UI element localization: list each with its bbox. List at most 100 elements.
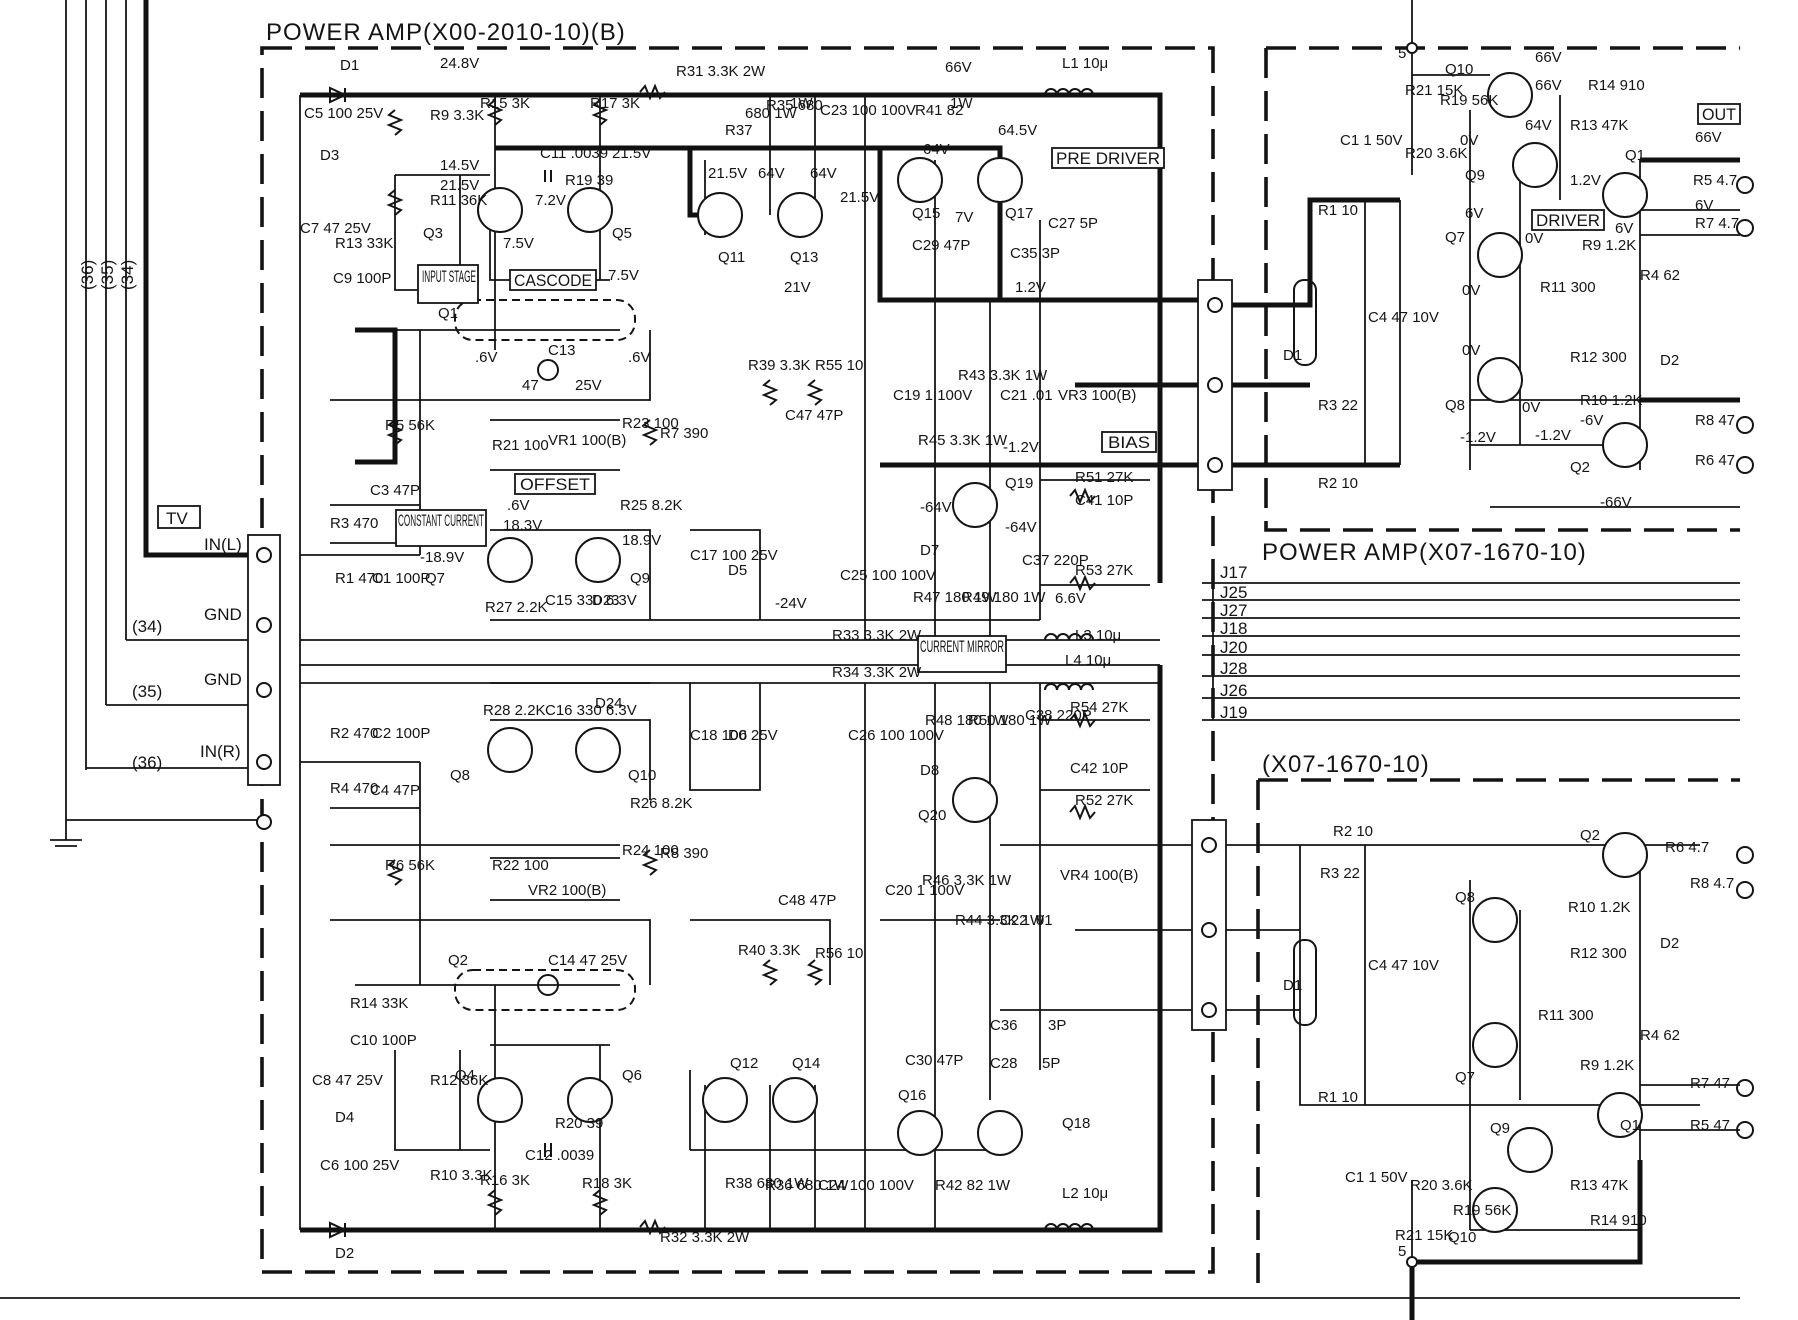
out-transistor-q7-top[interactable] — [1477, 232, 1523, 278]
inductor-l3[interactable] — [1044, 633, 1094, 641]
capacitor-c11[interactable] — [544, 170, 552, 182]
out-transistor-q9-bottom[interactable] — [1507, 1127, 1553, 1173]
inductor-l1[interactable] — [1044, 88, 1094, 96]
output-terminal-2[interactable] — [1736, 219, 1754, 237]
resistor-r53[interactable] — [1069, 574, 1096, 592]
resistor-r8[interactable] — [641, 849, 659, 876]
output-terminal-5[interactable] — [1736, 846, 1754, 864]
resistor-r5[interactable] — [386, 419, 404, 446]
transistor-q18[interactable] — [977, 1110, 1023, 1156]
output-terminal-7[interactable] — [1736, 1079, 1754, 1097]
transistor-q4[interactable] — [477, 1077, 523, 1123]
transistor-q14[interactable] — [772, 1077, 818, 1123]
transistor-q16[interactable] — [897, 1110, 943, 1156]
connector-pin-in-r[interactable] — [256, 754, 272, 770]
component-label: R28 2.2K — [483, 702, 546, 719]
component-label: C1 100P — [372, 570, 430, 587]
transistor-q20[interactable] — [952, 777, 998, 823]
out-transistor-q10-bottom[interactable] — [1472, 1187, 1518, 1233]
resistor-r18[interactable] — [591, 1189, 609, 1216]
bias-connector-top-pin-2[interactable] — [1207, 377, 1223, 393]
transistor-q5[interactable] — [567, 187, 613, 233]
transistor-q12[interactable] — [702, 1077, 748, 1123]
component-label: L4 10μ — [1065, 652, 1111, 669]
component-label: D1 — [340, 57, 359, 74]
component-label: R1 10 — [1318, 1089, 1358, 1106]
component-label: R19 56K — [1440, 92, 1498, 109]
bias-connector-bottom-pin-1[interactable] — [1201, 837, 1217, 853]
diode-stack-d1-bottom[interactable] — [1293, 939, 1317, 1026]
inductor-l2[interactable] — [1044, 1223, 1094, 1231]
resistor-r31[interactable] — [639, 83, 666, 101]
bias-box — [1101, 431, 1157, 453]
transistor-q10[interactable] — [575, 727, 621, 773]
component-label: C29 47P — [912, 237, 970, 254]
component-label: D1 — [1283, 977, 1302, 994]
diode-d2[interactable] — [329, 1221, 348, 1239]
output-terminal-6[interactable] — [1736, 881, 1754, 899]
transistor-q3[interactable] — [477, 187, 523, 233]
resistor-r6[interactable] — [386, 859, 404, 886]
out-transistor-q1-top[interactable] — [1602, 172, 1648, 218]
bias-connector-top-pin-1[interactable] — [1207, 297, 1223, 313]
resistor-r39[interactable] — [761, 379, 779, 406]
capacitor-c12[interactable] — [544, 1143, 552, 1157]
out-transistor-q2-bottom[interactable] — [1602, 832, 1648, 878]
resistor-r16[interactable] — [486, 1189, 504, 1216]
transistor-q15[interactable] — [897, 157, 943, 203]
resistor-r7[interactable] — [641, 419, 659, 446]
bias-connector-top-pin-3[interactable] — [1207, 457, 1223, 473]
jumper-j27: J27 — [1220, 601, 1247, 620]
out-transistor-q10-top[interactable] — [1487, 72, 1533, 118]
out-transistor-q1-bottom[interactable] — [1597, 1092, 1643, 1138]
resistor-r51[interactable] — [1069, 487, 1096, 505]
output-terminal-8[interactable] — [1736, 1121, 1754, 1139]
transistor-q11[interactable] — [697, 192, 743, 238]
diode-stack-d1-top[interactable] — [1293, 279, 1317, 366]
component-label: 25V — [575, 377, 602, 394]
connector-pin-gnd-2[interactable] — [256, 682, 272, 698]
connector-pin-gnd-1[interactable] — [256, 617, 272, 633]
capacitor-c13[interactable] — [537, 359, 559, 381]
component-label: 7.2V — [535, 192, 566, 209]
transistor-q9[interactable] — [575, 537, 621, 583]
resistor-r15[interactable] — [486, 99, 504, 126]
out-transistor-q8-top[interactable] — [1477, 357, 1523, 403]
transistor-q8[interactable] — [487, 727, 533, 773]
resistor-r54[interactable] — [1069, 711, 1096, 729]
transistor-q6[interactable] — [567, 1077, 613, 1123]
jumper-labels: J17 J25 J27 J18 J20 J28 J26 J19 — [1220, 563, 1247, 722]
out-transistor-q7-bottom[interactable] — [1472, 1022, 1518, 1068]
diode-d1[interactable] — [329, 86, 348, 104]
resistor-r52[interactable] — [1069, 803, 1096, 821]
resistor-r55[interactable] — [806, 379, 824, 406]
resistor-r56[interactable] — [806, 959, 824, 986]
bridge-connectors — [880, 197, 1700, 1031]
input-stage-box — [417, 264, 479, 304]
transistor-q13[interactable] — [777, 192, 823, 238]
capacitor-c14[interactable] — [537, 974, 559, 996]
inductor-l4[interactable] — [1044, 683, 1094, 691]
output-terminal-1[interactable] — [1736, 176, 1754, 194]
resistor-r40[interactable] — [761, 959, 779, 986]
transistor-q7[interactable] — [487, 537, 533, 583]
component-label: D2 — [335, 1245, 354, 1262]
transistor-q19[interactable] — [952, 482, 998, 528]
connector-pin-in-l[interactable] — [256, 547, 272, 563]
bias-connector-bottom-pin-3[interactable] — [1201, 1002, 1217, 1018]
out-transistor-q2-top[interactable] — [1602, 422, 1648, 468]
dual-fet-q1[interactable] — [454, 299, 636, 341]
resistor-r17[interactable] — [591, 99, 609, 126]
transistor-q17[interactable] — [977, 157, 1023, 203]
connector-pin-ground[interactable] — [256, 814, 272, 830]
resistor-r9[interactable] — [386, 109, 404, 136]
out-transistor-q9-top[interactable] — [1512, 142, 1558, 188]
resistor-r11[interactable] — [386, 189, 404, 216]
resistor-r32[interactable] — [639, 1218, 666, 1236]
bias-connector-bottom-pin-2[interactable] — [1201, 922, 1217, 938]
out-transistor-q8-bottom[interactable] — [1472, 897, 1518, 943]
output-terminal-3[interactable] — [1736, 416, 1754, 434]
dual-fet-q2[interactable] — [454, 969, 636, 1011]
output-terminal-4[interactable] — [1736, 456, 1754, 474]
